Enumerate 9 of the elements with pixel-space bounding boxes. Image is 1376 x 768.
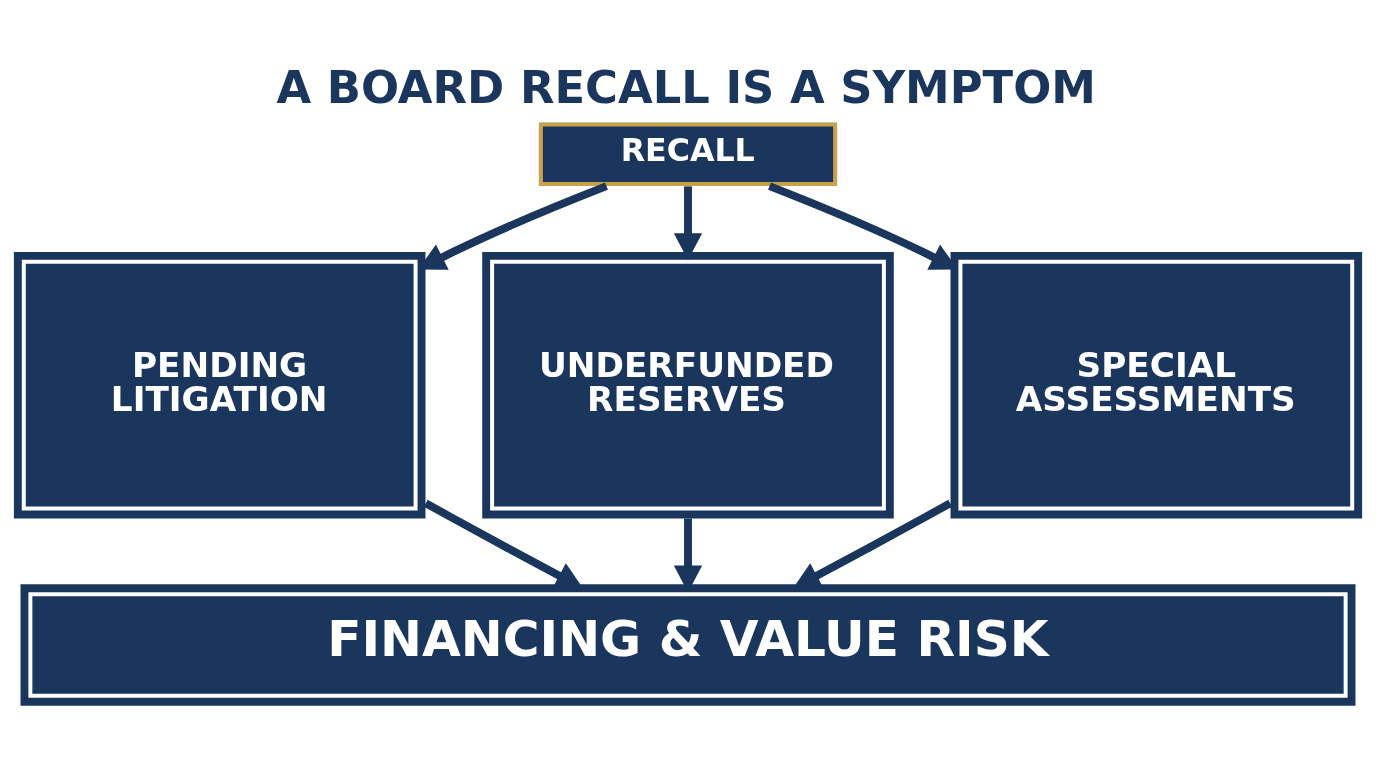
arrow [423,499,583,588]
arrow [673,518,703,592]
node-box: SPECIAL ASSESSMENTS [950,251,1363,518]
node-box: UNDERFUNDED RESERVES [482,251,894,518]
node-box: FINANCING & VALUE RISK [20,583,1356,706]
arrow [673,185,703,260]
diagram-title: A BOARD RECALL IS A SYMPTOM [276,60,1096,114]
arrow [793,499,953,588]
node-box: PENDING LITIGATION [13,251,426,518]
